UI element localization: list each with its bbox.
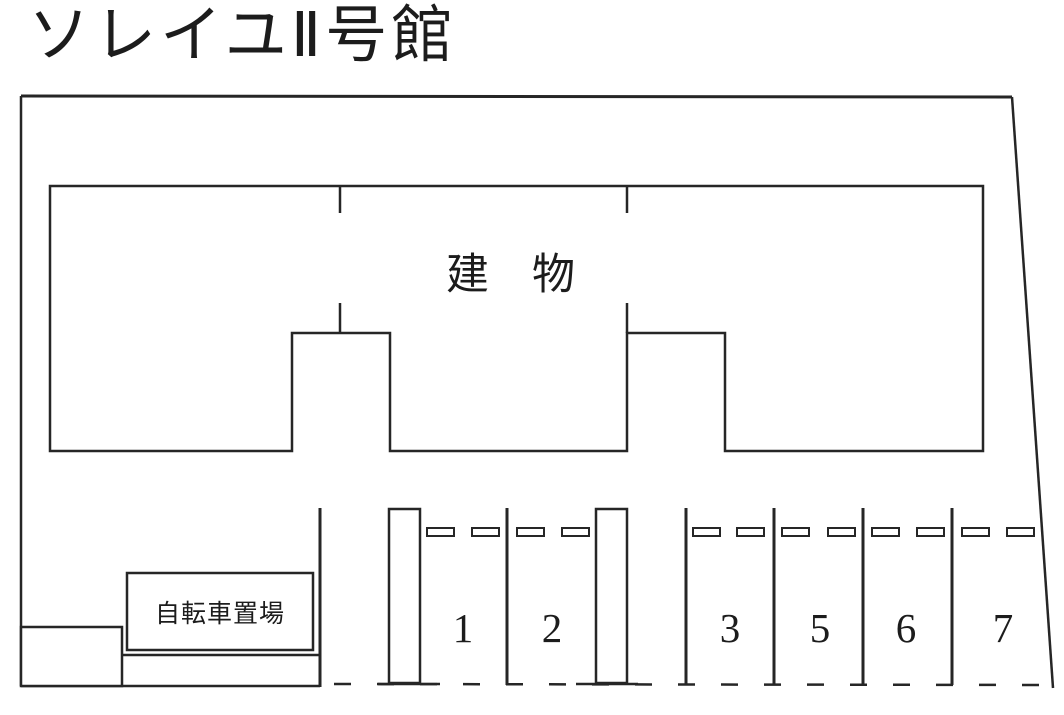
wheel-stop — [871, 527, 900, 537]
wheel-stop — [916, 527, 945, 537]
wheel-stop — [827, 527, 856, 537]
parking-space-label: 5 — [809, 605, 831, 651]
wheel-stop — [561, 527, 590, 537]
wheel-stop — [471, 527, 500, 537]
corner-box — [19, 625, 124, 688]
property-boundary-bottom-dashed — [333, 682, 1051, 687]
building-outline — [48, 184, 985, 453]
property-boundary-top — [20, 94, 1013, 99]
parking-space-label: 2 — [541, 605, 563, 651]
wheel-stop — [736, 527, 765, 537]
wheel-stop — [961, 527, 990, 537]
wheel-stop — [781, 527, 810, 537]
building-label: 建 物 — [446, 251, 575, 299]
parking-space-label: 7 — [992, 605, 1014, 651]
bicycle-parking-label: 自転車置場 — [154, 599, 285, 628]
parking-space-label: 3 — [719, 605, 741, 651]
wheel-stop — [1006, 527, 1035, 537]
parking-pillar — [594, 507, 629, 685]
parking-space-label: 6 — [895, 605, 917, 651]
wheel-stop — [426, 527, 455, 537]
property-boundary-right-slanted — [1010, 96, 1055, 689]
wheel-stop — [516, 527, 545, 537]
parking-space-label: 1 — [452, 605, 474, 651]
wheel-stop — [692, 527, 721, 537]
bicycle-parking-box — [125, 571, 315, 652]
parking-pillar — [387, 507, 422, 685]
plan-title: ソレイユⅡ号館 — [28, 1, 458, 70]
